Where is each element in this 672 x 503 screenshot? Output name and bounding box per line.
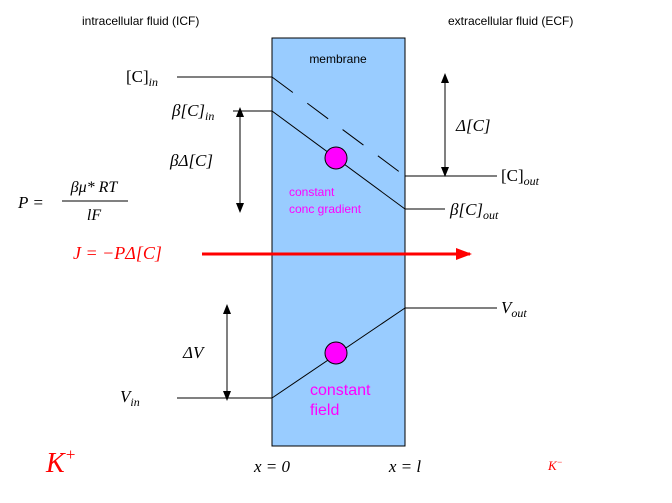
- membrane-slab: [271, 37, 406, 447]
- c-out-label: [C]out: [501, 166, 540, 188]
- voltage-marker-dot: [324, 341, 348, 365]
- permeability-denominator: lF: [87, 207, 101, 224]
- beta-c-out-label: β[C]out: [449, 200, 499, 222]
- permeability-lhs: P =: [17, 193, 44, 212]
- icf-label: intracellular fluid (ICF): [82, 14, 199, 28]
- v-out-label: Vout: [501, 298, 527, 320]
- k-plus-label: K+: [45, 445, 76, 479]
- v-in-label: Vin: [120, 387, 140, 409]
- beta-c-in-label: β[C]in: [171, 101, 214, 123]
- flux-label: J = −PΔ[C]: [73, 243, 162, 263]
- constant-field-label-line2: field: [310, 402, 339, 419]
- constant-field-label-line1: constant: [310, 382, 371, 399]
- constant-gradient-label-line1: constant: [289, 185, 335, 199]
- permeability-numerator: βμ* RT: [70, 179, 119, 196]
- x-l-label: x = l: [388, 457, 422, 476]
- dashed-concentration-profile: [271, 76, 406, 177]
- beta-delta-c-label: βΔ[C]: [169, 151, 213, 170]
- constant-gradient-label-line2: conc gradient: [289, 202, 362, 216]
- delta-c-label: Δ[C]: [455, 116, 491, 135]
- c-in-label: [C]in: [126, 67, 158, 89]
- k-minus-label: K−: [547, 457, 563, 473]
- x-zero-label: x = 0: [253, 457, 291, 476]
- ecf-label: extracellular fluid (ECF): [448, 14, 573, 28]
- concentration-marker-dot: [324, 146, 348, 170]
- membrane-label: membrane: [309, 52, 367, 66]
- delta-v-label: ΔV: [182, 343, 206, 362]
